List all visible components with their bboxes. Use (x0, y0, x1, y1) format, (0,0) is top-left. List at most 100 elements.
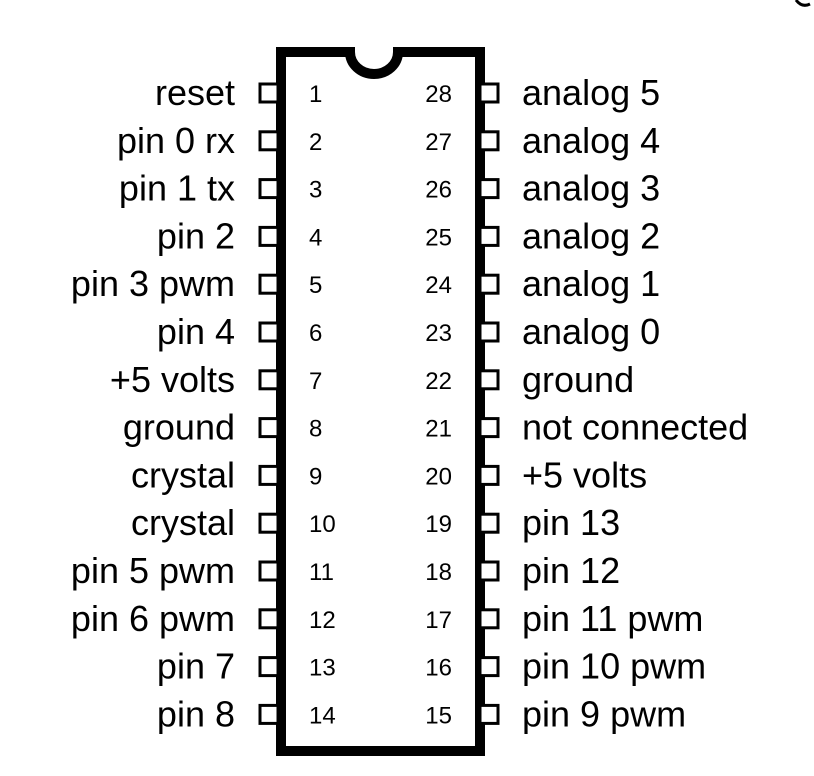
cropped-glyph (794, 0, 811, 7)
pin-stub (258, 703, 280, 725)
pin-label: analog 1 (522, 263, 660, 304)
pin-stub (258, 560, 280, 582)
pin-stub (478, 369, 500, 391)
pin-label: pin 5 pwm (71, 550, 235, 591)
pin-number: 15 (425, 702, 452, 729)
pin-number: 2 (309, 129, 322, 156)
pin-number: 18 (425, 559, 452, 586)
pin-label: pin 9 pwm (522, 693, 686, 734)
pin-label: analog 3 (522, 168, 660, 209)
pin-label: crystal (131, 454, 235, 495)
pin-label: not connected (522, 407, 748, 448)
pin-label: +5 volts (110, 359, 235, 400)
right-pin-25: 25 analog 2 (425, 215, 660, 256)
pin-label: pin 7 (157, 646, 235, 687)
pin-label: pin 2 (157, 215, 235, 256)
pin-number: 10 (309, 511, 336, 538)
right-pin-20: 20 +5 volts (425, 454, 647, 495)
pin-stub (478, 656, 500, 678)
left-pins: 1 reset 2 pin 0 rx 3 pin 1 tx 4 pin 2 5 pin 3 pwm… (71, 72, 336, 734)
pin-number: 17 (425, 607, 452, 634)
pin-label: pin 10 pwm (522, 646, 706, 687)
pin-number: 28 (425, 81, 452, 108)
chip-body (276, 47, 485, 756)
pin-stub (258, 417, 280, 439)
pin-label: ground (123, 407, 235, 448)
pin-stub (478, 703, 500, 725)
pin-number: 9 (309, 463, 322, 490)
pin-stub (258, 656, 280, 678)
pin-number: 25 (425, 224, 452, 251)
pin-number: 3 (309, 177, 322, 204)
pin-stub (478, 417, 500, 439)
pin-label: analog 5 (522, 72, 660, 113)
pin-number: 12 (309, 607, 336, 634)
pin-label: pin 6 pwm (71, 598, 235, 639)
pin-stub (258, 512, 280, 534)
pin-label: +5 volts (522, 454, 647, 495)
pin-label: pin 13 (522, 502, 620, 543)
pin-label: analog 0 (522, 311, 660, 352)
pin-number: 13 (309, 655, 336, 682)
pin-label: pin 1 tx (119, 168, 235, 209)
pin-number: 6 (309, 320, 322, 347)
pin-number: 20 (425, 463, 452, 490)
pin-stub (258, 321, 280, 343)
pin-number: 27 (425, 129, 452, 156)
right-pin-21: 21 not connected (425, 407, 748, 448)
pin-stub (478, 82, 500, 104)
left-pin-11: 11 pin 5 pwm (71, 550, 334, 591)
pin-stub (258, 178, 280, 200)
pin-number: 21 (425, 416, 452, 443)
left-pin-12: 12 pin 6 pwm (71, 598, 336, 639)
pin-stub (478, 178, 500, 200)
pin-number: 5 (309, 272, 322, 299)
pin-label: crystal (131, 502, 235, 543)
left-pin-1: 1 reset (155, 72, 322, 113)
pin-label: pin 0 rx (117, 120, 235, 161)
right-pin-15: 15 pin 9 pwm (425, 693, 686, 734)
pin-label: pin 4 (157, 311, 235, 352)
pin-stub (478, 321, 500, 343)
pin-stub (478, 560, 500, 582)
pin-stub (478, 464, 500, 486)
pin-label: pin 8 (157, 693, 235, 734)
pin-number: 24 (425, 272, 452, 299)
left-pin-4: 4 pin 2 (157, 215, 322, 256)
left-pin-13: 13 pin 7 (157, 646, 336, 687)
pin-number: 11 (309, 559, 334, 586)
pin-stub (258, 273, 280, 295)
pin-stub (258, 225, 280, 247)
left-pin-5: 5 pin 3 pwm (71, 263, 322, 304)
pin-number: 4 (309, 224, 322, 251)
pin-stub (478, 273, 500, 295)
right-pin-24: 24 analog 1 (425, 263, 660, 304)
pin-stub (258, 130, 280, 152)
pin-label: reset (155, 72, 235, 113)
pin-stub (478, 512, 500, 534)
pin-stub (258, 82, 280, 104)
pin-stub (258, 369, 280, 391)
pin-number: 1 (309, 81, 322, 108)
pin-label: analog 2 (522, 215, 660, 256)
left-pin-10: 10 crystal (131, 502, 336, 543)
pin-label: ground (522, 359, 634, 400)
left-pin-6: 6 pin 4 (157, 311, 322, 352)
pin-stub (258, 608, 280, 630)
pin-label: pin 3 pwm (71, 263, 235, 304)
left-pin-2: 2 pin 0 rx (117, 120, 322, 161)
pin-number: 23 (425, 320, 452, 347)
pin-stub (478, 130, 500, 152)
left-pin-7: 7+5 volts (110, 359, 322, 400)
right-pin-28: 28 analog 5 (425, 72, 660, 113)
